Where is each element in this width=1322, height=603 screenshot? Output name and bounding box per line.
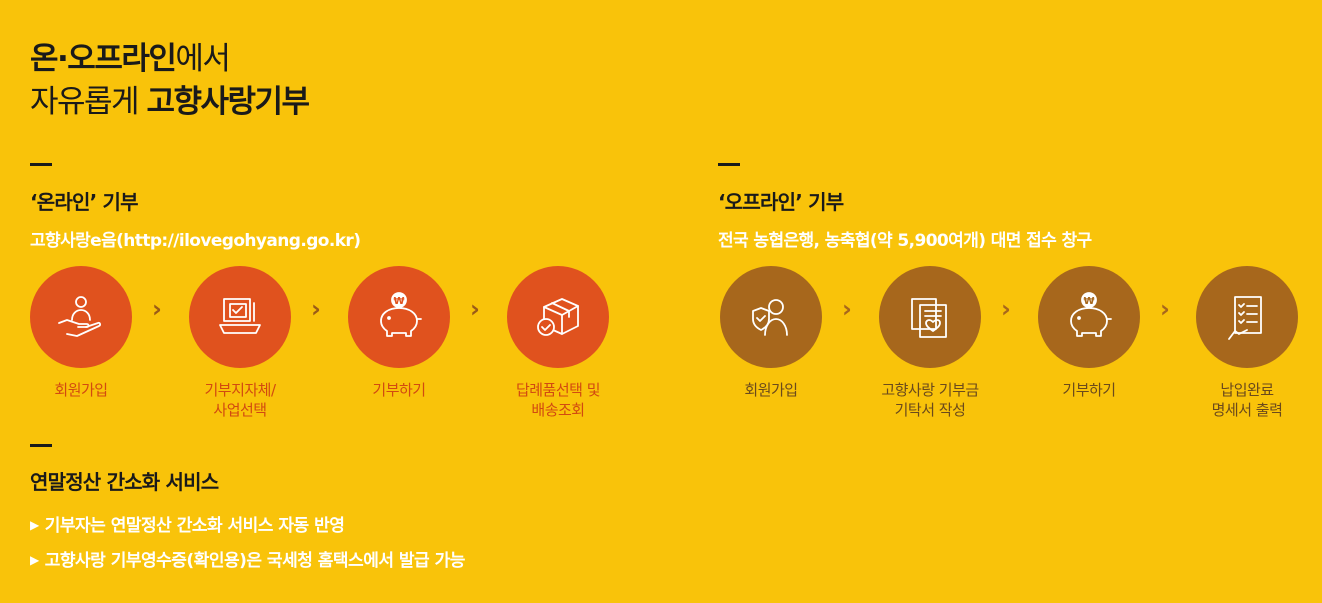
step-form: [879, 266, 981, 368]
step-arrow: ›: [152, 295, 162, 323]
bullet-marker: ▶: [30, 518, 39, 532]
section-divider: [30, 444, 52, 447]
step-gift: [507, 266, 609, 368]
checklist-icon: [1228, 296, 1262, 340]
piggy-bank-won-icon: ₩: [1070, 292, 1112, 337]
box-check-icon: [537, 298, 579, 336]
headline-light-1: 에서: [175, 41, 231, 77]
step-arrow: ›: [842, 295, 852, 323]
step-label: 답례품선택 및 배송조회: [515, 381, 601, 419]
step-label: 납입완료 명세서 출력: [1211, 381, 1283, 419]
laptop-check-icon: [219, 298, 261, 334]
step-label: 회원가입: [54, 381, 108, 399]
person-shield-icon: [752, 299, 788, 336]
piggy-bank-won-icon: ₩: [380, 292, 422, 337]
step-label: 기부지자체/ 사업선택: [204, 381, 276, 419]
svg-text:₩: ₩: [393, 296, 404, 307]
tax-bullet: ▶ 고향사랑 기부영수증(확인용)은 국세청 홈택스에서 발급 가능: [30, 546, 465, 571]
headline-bold-2: 고향사랑기부: [146, 84, 310, 120]
step-signup: [30, 266, 132, 368]
svg-text:₩: ₩: [1083, 296, 1094, 307]
step-arrow: ›: [311, 295, 321, 323]
online-subtitle: 고향사랑e음(http://ilovegohyang.go.kr): [30, 231, 361, 251]
section-divider: [718, 163, 740, 166]
step-signup: [720, 266, 822, 368]
online-title: ‘온라인’ 기부: [30, 190, 139, 214]
step-receipt: [1196, 266, 1298, 368]
step-label: 회원가입: [744, 381, 798, 399]
step-arrow: ›: [470, 295, 480, 323]
tax-title: 연말정산 간소화 서비스: [30, 470, 219, 494]
offline-subtitle: 전국 농협은행, 농축협(약 5,900여개) 대면 접수 창구: [718, 231, 1092, 251]
bullet-marker: ▶: [30, 553, 39, 567]
section-divider: [30, 163, 52, 166]
step-arrow: ›: [1160, 295, 1170, 323]
step-label: 고향사랑 기부금 기탁서 작성: [881, 381, 979, 419]
headline: 온·오프라인에서 자유롭게 고향사랑기부: [30, 38, 310, 124]
bullet-text: 고향사랑 기부영수증(확인용)은 국세청 홈택스에서 발급 가능: [44, 551, 466, 571]
headline-light-2: 자유롭게: [30, 84, 147, 120]
hand-person-icon: [58, 296, 101, 337]
step-label: 기부하기: [1062, 381, 1116, 399]
bullet-text: 기부자는 연말정산 간소화 서비스 자동 반영: [44, 516, 345, 536]
document-heart-icon: [911, 298, 947, 338]
offline-title: ‘오프라인’ 기부: [718, 190, 844, 214]
step-donate: ₩: [348, 266, 450, 368]
step-label: 기부하기: [372, 381, 426, 399]
tax-bullet: ▶ 기부자는 연말정산 간소화 서비스 자동 반영: [30, 511, 345, 536]
headline-bold-1: 온·오프라인: [30, 41, 177, 77]
step-donate: ₩: [1038, 266, 1140, 368]
step-select-region: [189, 266, 291, 368]
step-arrow: ›: [1001, 295, 1011, 323]
